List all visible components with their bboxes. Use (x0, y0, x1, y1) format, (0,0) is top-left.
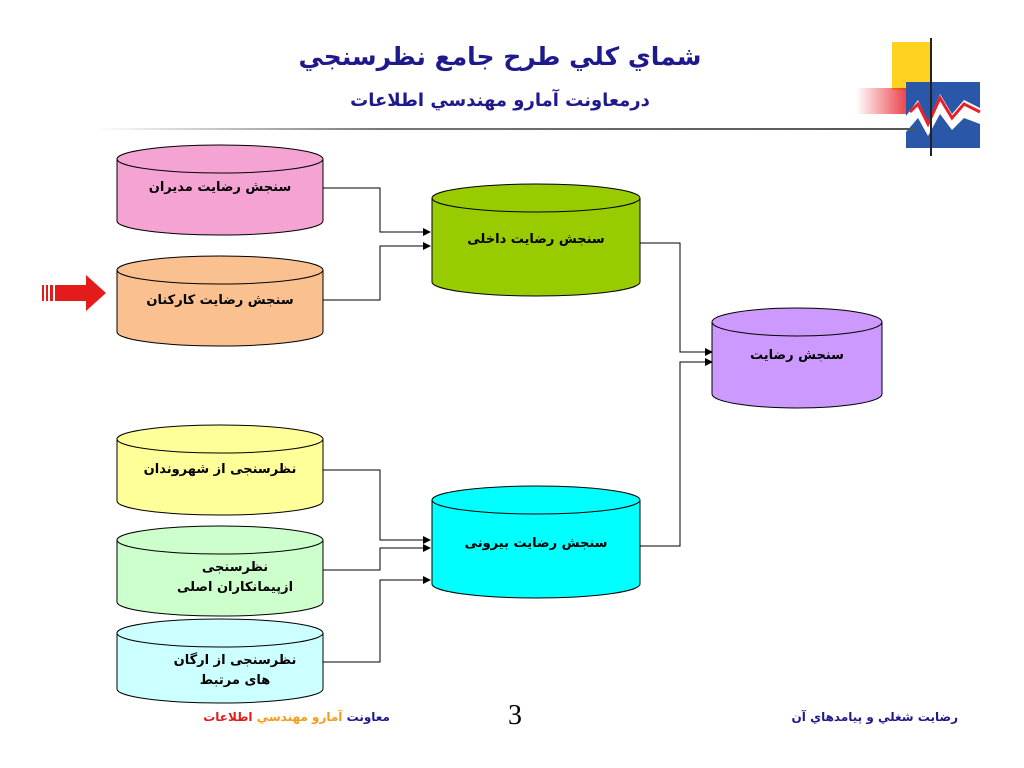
logo (856, 38, 981, 156)
footer-organization: معاونت آمارو مهندسي اطلاعات (140, 710, 390, 724)
node-citizens-label: نظرسنجی از شهروندان (143, 462, 297, 477)
connector-employees-internal (322, 242, 431, 301)
node-internal-label: سنجش رضايت داخلی (467, 232, 605, 247)
header-divider (95, 128, 915, 130)
pointer-arrow-icon (42, 275, 106, 311)
node-employees-label: سنجش رضايت كاركنان (146, 293, 294, 308)
connector-organizations-external (322, 576, 431, 663)
node-overall-label: سنجش رضايت (750, 348, 844, 363)
footer-topic: رضايت شغلي و پيامدهاي آن (791, 710, 958, 724)
page-number: 3 (508, 700, 522, 731)
connector-contractors-external (322, 544, 431, 571)
connector-external-overall (640, 358, 713, 547)
footer-org-part2: اطلاعات (203, 710, 253, 724)
slide-title: شماي كلي طرح جامع نظرسنجي (298, 42, 702, 71)
connector-managers-internal (322, 187, 431, 236)
connector-internal-overall (640, 242, 713, 356)
node-organizations-label: نظرسنجی از ارگان های مرتبط (173, 653, 297, 688)
node-managers-label: سنجش رضايت مديران (148, 180, 292, 195)
footer-org-part1: آمارو مهندسي (256, 710, 343, 724)
node-external-label: سنجش رضايت بیرونی (464, 536, 608, 551)
connector-citizens-external (322, 469, 431, 544)
footer-deputy: معاونت (346, 710, 390, 724)
node-contractors-label: نظرسنجی ازپیمانكاران اصلی (176, 560, 294, 595)
slide-subtitle: درمعاونت آمارو مهندسي اطلاعات (350, 90, 650, 111)
